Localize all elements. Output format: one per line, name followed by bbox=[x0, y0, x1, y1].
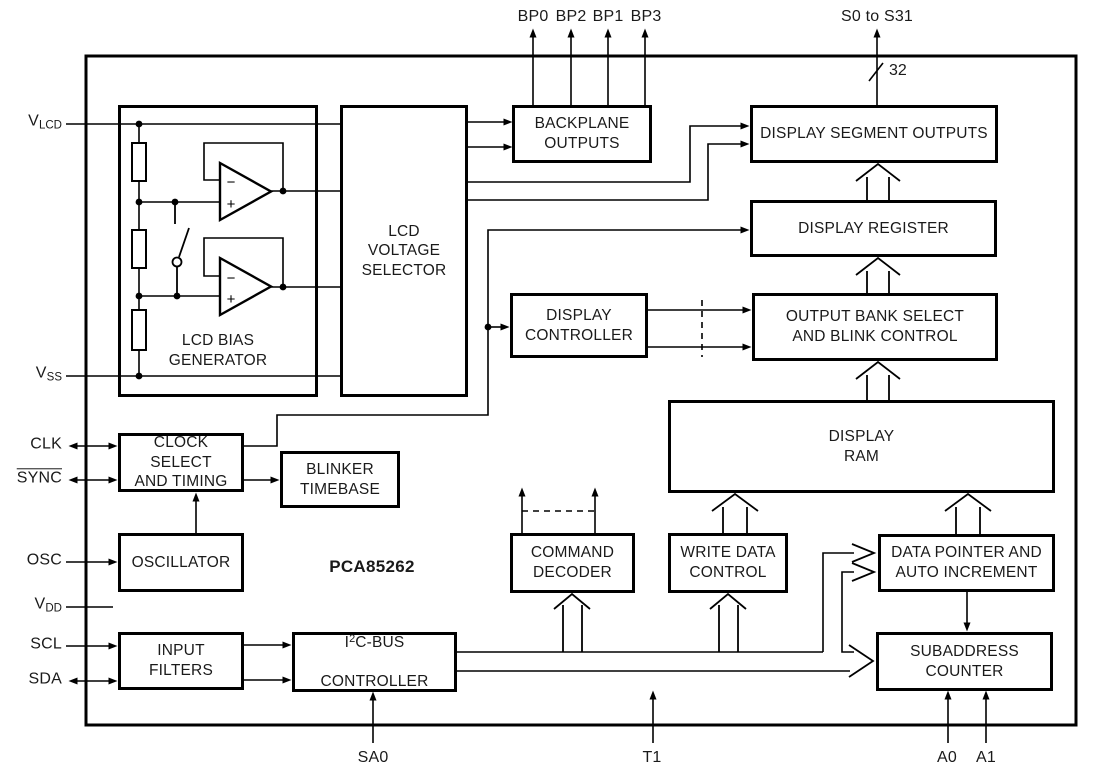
opamp1-plus: + bbox=[227, 196, 236, 213]
block-display-ram: DISPLAY RAM bbox=[668, 400, 1055, 493]
wire-selector-segout-1 bbox=[468, 122, 750, 183]
bus-arrow-bank-register bbox=[855, 256, 901, 293]
bus-arrows bbox=[553, 162, 992, 678]
pin-label-bp3: BP3 bbox=[630, 8, 662, 25]
bus-arrow-command-decoder bbox=[553, 592, 591, 652]
pin-label-t1: T1 bbox=[642, 749, 662, 766]
bias-switch bbox=[171, 202, 190, 296]
resistor-2 bbox=[131, 229, 147, 269]
op-amp-1: − + bbox=[139, 142, 340, 223]
junction-dot-clock-branch bbox=[484, 323, 492, 331]
pin-label-bp0: BP0 bbox=[517, 8, 549, 25]
bus-riser-pointer-2 bbox=[841, 571, 854, 653]
bus-arrow-ram-bank bbox=[855, 360, 901, 400]
block-data-pointer: DATA POINTER AND AUTO INCREMENT bbox=[878, 534, 1055, 592]
block-display-controller: DISPLAY CONTROLLER bbox=[510, 293, 648, 358]
bus-head-pointer-1 bbox=[851, 543, 877, 563]
block-subaddress-counter: SUBADDRESS COUNTER bbox=[876, 632, 1053, 691]
opamp2-plus: + bbox=[227, 291, 236, 308]
opamp2-minus: − bbox=[227, 270, 236, 287]
bus-arrow-wdc-ram bbox=[711, 492, 759, 533]
pin-label-a0: A0 bbox=[937, 749, 957, 766]
op-amp-2: − + bbox=[139, 237, 340, 318]
bus-arrow-write-data bbox=[709, 592, 747, 652]
block-lcd-bias-generator bbox=[118, 105, 318, 397]
block-output-bank-select: OUTPUT BANK SELECT AND BLINK CONTROL bbox=[752, 293, 998, 361]
pin-label-bp1: BP1 bbox=[592, 8, 624, 25]
pin-label-clk: CLK bbox=[30, 435, 62, 453]
bus-head-pointer-2 bbox=[851, 562, 877, 582]
pin-label-vss: VSS bbox=[35, 364, 62, 384]
bias-generator-internals: − + − + bbox=[131, 120, 340, 380]
i2c-label-line1: I2C-BUS bbox=[344, 632, 405, 651]
block-display-register: DISPLAY REGISTER bbox=[750, 200, 997, 257]
resistor-3 bbox=[131, 309, 147, 351]
block-input-filters: INPUT FILTERS bbox=[118, 632, 244, 690]
bus-riser-pointer-1 bbox=[822, 552, 854, 652]
pin-label-scl: SCL bbox=[30, 635, 62, 653]
wire-clock-register bbox=[244, 226, 750, 447]
signal-wires bbox=[66, 28, 990, 743]
pin-label-osc: OSC bbox=[26, 551, 62, 569]
pin-label-vdd: VDD bbox=[34, 595, 63, 615]
lcd-bias-generator-label: LCD BIAS GENERATOR bbox=[168, 332, 268, 369]
block-backplane-outputs: BACKPLANE OUTPUTS bbox=[512, 105, 652, 163]
block-lcd-voltage-selector: LCD VOLTAGE SELECTOR bbox=[340, 105, 468, 397]
bus-width-slash bbox=[868, 62, 884, 82]
opamp1-minus: − bbox=[227, 174, 236, 191]
i2c-label-line2: CONTROLLER bbox=[320, 673, 429, 691]
resistor-1 bbox=[131, 142, 147, 182]
bus-arrow-register-segout bbox=[855, 162, 901, 200]
bus-width-label: 32 bbox=[889, 62, 907, 79]
pin-label-vlcd: VLCD bbox=[28, 112, 62, 132]
block-clock-select: CLOCK SELECT AND TIMING bbox=[118, 433, 244, 492]
pin-label-sda: SDA bbox=[28, 670, 62, 688]
chip-outline bbox=[84, 54, 1078, 727]
block-display-segment-outputs: DISPLAY SEGMENT OUTPUTS bbox=[750, 105, 998, 163]
part-number: PCA85262 bbox=[329, 557, 415, 576]
pin-label-a1: A1 bbox=[976, 749, 996, 766]
block-i2c-bus-controller: I2C-BUS CONTROLLER bbox=[292, 632, 457, 692]
pin-label-sync: SYNC bbox=[16, 469, 62, 487]
junction-dots bbox=[135, 120, 287, 380]
wire-selector-segout-2 bbox=[468, 140, 750, 201]
block-write-data-control: WRITE DATA CONTROL bbox=[668, 533, 788, 593]
pin-label-bp2: BP2 bbox=[555, 8, 587, 25]
pin-label-segments: S0 to S31 bbox=[840, 8, 914, 25]
block-command-decoder: COMMAND DECODER bbox=[510, 533, 635, 593]
bus-head-subaddress bbox=[848, 644, 875, 678]
bus-arrow-pointer-ram bbox=[944, 492, 992, 534]
block-blinker-timebase: BLINKER TIMEBASE bbox=[280, 451, 400, 508]
block-oscillator: OSCILLATOR bbox=[118, 533, 244, 592]
pin-label-sa0: SA0 bbox=[357, 749, 389, 766]
